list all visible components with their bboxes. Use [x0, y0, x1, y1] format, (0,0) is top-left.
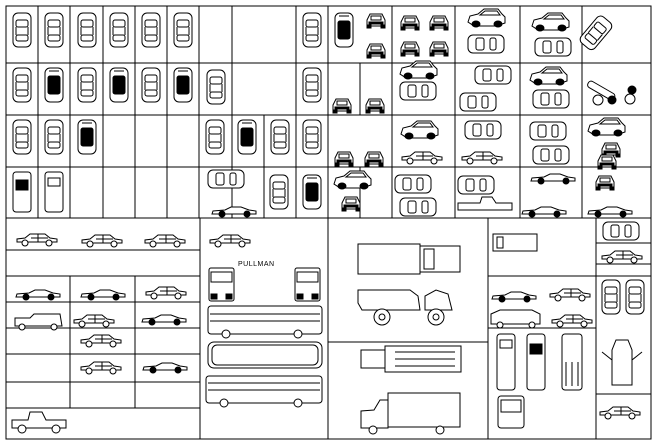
pullman-label: PULLMAN: [238, 261, 275, 268]
trucks-middle: [357, 243, 462, 435]
pullman-buses: PULLMAN: [205, 261, 323, 408]
right-panel-vehicles: [490, 221, 645, 429]
grid-lines: [5, 5, 652, 440]
top-view-cars-row-3: [12, 117, 626, 170]
top-view-cars-row-4: [12, 169, 633, 218]
side-view-cars-left: [11, 233, 251, 434]
top-view-cars-row-2: [12, 60, 637, 114]
